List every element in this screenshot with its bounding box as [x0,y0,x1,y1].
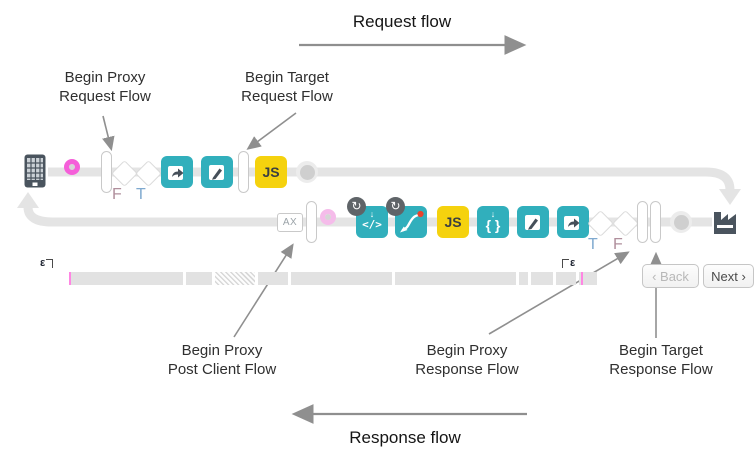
callout-line: Begin Target [245,69,329,86]
corner-bracket-icon [46,259,54,268]
callout-line: Response Flow [609,361,713,378]
code-glyph: </> [362,218,382,231]
timeline-position-tick [581,272,583,285]
condition-diamond-f[interactable]: F [111,159,138,203]
timeline-left-elapsed-mark: ε [40,257,54,269]
callout-line: Post Client Flow [167,361,277,378]
policy-js-icon[interactable]: JS [437,206,469,238]
policy-forward-icon[interactable] [557,206,589,238]
callout-begin-target-response: Begin Target Response Flow [581,341,741,379]
timeline-segment[interactable] [70,272,183,285]
response-flow-title: Response flow [349,428,461,447]
condition-diamond-t[interactable]: T [135,159,162,203]
callout-line: Request Flow [241,88,333,105]
policy-js-icon[interactable]: JS [255,156,287,188]
request-track-arrowhead [719,189,741,205]
policy-pencil-icon[interactable] [201,156,233,188]
condition-letter: F [613,235,623,253]
callout-line: Response Flow [415,361,519,378]
timeline-right-elapsed-mark: ε [562,258,575,269]
response-track [23,206,712,227]
timeline-segment[interactable] [531,272,553,285]
policy-code-icon[interactable]: ↓</> ↻ [347,197,388,238]
callout-begin-proxy-post-client: Begin Proxy Post Client Flow [142,341,302,379]
flow-dot[interactable] [670,211,692,233]
callout-line: Begin Proxy [426,342,508,359]
diamond-shape [135,159,162,187]
flow-dot[interactable] [296,161,318,183]
callout-begin-proxy-request: Begin Proxy Request Flow [35,68,175,106]
callout-line: Begin Target [619,342,703,359]
diamond-shape [612,209,639,237]
dot-core [673,214,689,230]
epsilon-glyph: ε [570,257,576,269]
js-label: JS [444,214,462,230]
js-label: JS [262,164,280,180]
epsilon-glyph: ε [40,257,46,269]
policy-route-icon[interactable]: ↻ [386,197,427,238]
callout-begin-target-request: Begin Target Request Flow [217,68,357,106]
down-arrow-icon: ↓ [369,209,375,219]
repeat-badge-icon: ↻ [386,197,405,216]
callout-line: Begin Proxy [181,342,263,359]
response-track-arrowhead [17,192,39,208]
timeline-segment[interactable] [186,272,212,285]
condition-diamond-f[interactable]: F [612,209,639,253]
timeline-segment[interactable] [556,272,576,285]
diamond-shape [587,209,614,237]
corner-bracket-icon [562,259,569,268]
condition-letter: T [136,185,146,203]
request-track [48,167,735,191]
flow-endpoint-ring-magenta[interactable] [63,158,80,175]
timeline-segment[interactable] [395,272,516,285]
condition-letter: F [112,185,122,203]
condition-diamond-t[interactable]: T [587,209,614,253]
timeline-segment[interactable] [291,272,392,285]
repeat-badge-icon: ↻ [347,197,366,216]
begin-proxy-post-client-arrow [233,243,294,338]
braces-glyph: { } [485,216,501,233]
factory-icon[interactable] [711,205,739,240]
begin-proxy-request-arrow [102,115,115,152]
flow-endpoint-ring-pink[interactable] [319,208,336,225]
timeline-scrubber[interactable] [70,272,602,285]
callout-line: Begin Proxy [64,69,146,86]
flow-segment-bar[interactable] [238,151,249,193]
callout-begin-proxy-response: Begin Proxy Response Flow [387,341,547,379]
next-button[interactable]: Next › [703,264,754,288]
flow-segment-bar[interactable] [306,201,317,243]
flow-segment-bar[interactable] [650,201,661,243]
phone-icon[interactable] [24,154,46,193]
analytics-ax-marker[interactable]: AX [277,212,303,232]
policy-forward-icon[interactable] [161,156,193,188]
condition-letter: T [588,235,598,253]
request-flow-title: Request flow [352,12,452,31]
timeline-segment[interactable] [519,272,528,285]
back-button[interactable]: ‹ Back [642,264,699,288]
timeline-segment[interactable] [258,272,288,285]
dot-core [299,164,315,180]
flow-segment-bar[interactable] [637,201,648,243]
down-arrow-icon: ↓ [490,208,496,219]
begin-proxy-response-arrow [488,251,630,335]
callout-line: Request Flow [59,88,151,105]
policy-pencil-icon[interactable] [517,206,549,238]
timeline-segment[interactable] [579,272,597,285]
timeline-position-tick [69,272,71,285]
timeline-segment-hatched[interactable] [215,272,255,285]
diamond-shape [111,159,138,187]
begin-target-request-arrow [246,112,297,150]
policy-braces-icon[interactable]: ↓{ } [477,206,509,238]
flow-segment-bar[interactable] [101,151,112,193]
